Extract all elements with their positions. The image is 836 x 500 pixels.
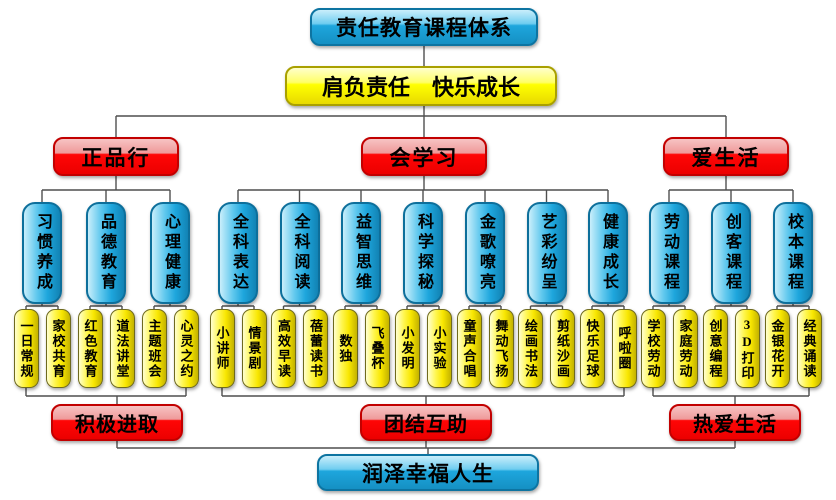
branch-summary: 热爱生活 [669,404,801,441]
category-pill: 健康成长 [588,202,628,304]
branch-summary: 积极进取 [51,404,183,441]
category-pill: 益智思维 [341,202,381,304]
leaf-pill: 学校劳动 [640,309,666,388]
category-pill: 心理健康 [150,202,190,304]
branch-header: 会学习 [361,137,487,176]
leaf-pill: 红色教育 [77,309,103,388]
category-pill: 全科阅读 [279,202,320,304]
diagram-title: 责任教育课程体系 [310,8,538,46]
branch-header: 爱生活 [663,137,789,176]
category-pill: 习惯养成 [22,202,62,304]
leaf-pill: 舞动飞扬 [488,309,514,388]
leaf-pill: 飞叠杯 [364,309,390,388]
leaf-pill: 心灵之约 [173,309,199,388]
leaf-pill: 数独 [332,309,358,388]
leaf-pill: 蓓蕾读书 [303,309,328,388]
leaf-pill: 3D打印 [734,309,760,388]
branch-summary: 团结互助 [360,404,492,441]
leaf-pill: 高效早读 [271,309,296,388]
category-pill: 校本课程 [773,202,813,304]
leaf-pill: 剪纸沙画 [550,309,575,388]
leaf-pill: 金银花开 [764,309,790,388]
category-pill: 劳动课程 [649,202,689,304]
footer-banner: 润泽幸福人生 [317,454,539,491]
category-pill: 全科表达 [218,202,258,304]
leaf-pill: 创意编程 [702,309,728,388]
category-pill: 金歌嘹亮 [465,202,505,304]
category-pill: 品德教育 [86,202,126,304]
leaf-pill: 快乐足球 [579,309,605,388]
leaf-pill: 家庭劳动 [672,309,698,388]
category-pill: 创客课程 [711,202,751,304]
leaf-pill: 家校共育 [45,309,71,388]
leaf-pill: 小讲师 [209,309,235,388]
leaf-pill: 童声合唱 [456,309,482,388]
leaf-pill: 道法讲堂 [109,309,135,388]
branch-header: 正品行 [53,137,179,176]
leaf-pill: 一日常规 [13,309,39,388]
leaf-pill: 呼啦圈 [611,309,637,388]
category-pill: 艺彩纷呈 [526,202,567,304]
leaf-pill: 主题班会 [141,309,167,388]
leaf-pill: 绘画书法 [518,309,543,388]
leaf-pill: 情景剧 [241,309,267,388]
category-pill: 科学探秘 [403,202,443,304]
leaf-pill: 小实验 [426,309,452,388]
motto-banner: 肩负责任 快乐成长 [285,66,557,106]
leaf-pill: 小发明 [394,309,420,388]
leaf-pill: 经典诵读 [796,309,822,388]
